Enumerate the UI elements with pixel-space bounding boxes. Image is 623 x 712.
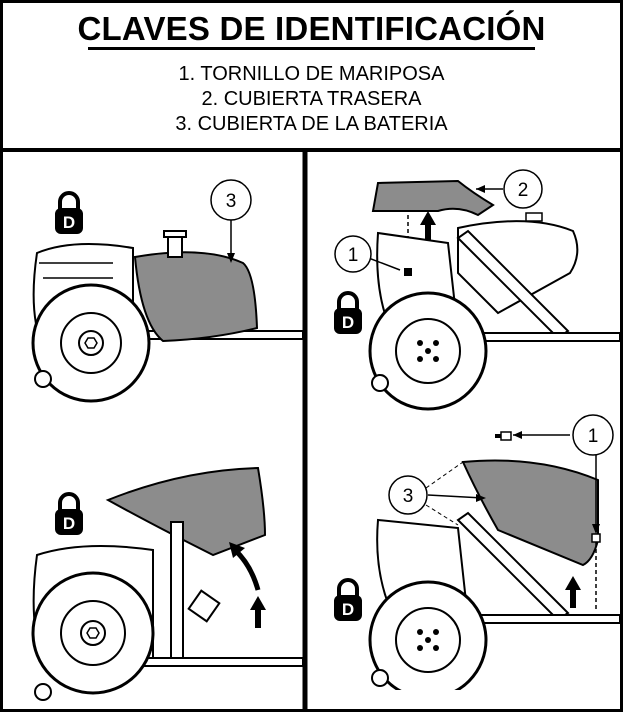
callout-circle (334, 235, 372, 273)
key-item-3: 3. CUBIERTA DE LA BATERIA (175, 113, 448, 135)
callout-label: 1 (348, 245, 359, 266)
battery-cover (133, 251, 259, 343)
up-arrow-icon (250, 596, 266, 628)
panel-bottom-left: D (31, 466, 303, 701)
panel-bottom-right: 1 3 D (334, 414, 620, 690)
key-item-2: 2. CUBIERTA TRASERA (201, 88, 422, 110)
svg-text:D: D (342, 600, 354, 619)
callout-circle (210, 179, 252, 221)
panel-top-right: 2 1 D (334, 169, 620, 411)
svg-text:D: D (63, 213, 75, 232)
lock-d-icon: D (334, 578, 362, 621)
callout-circle (388, 475, 428, 515)
curved-arrow-icon (229, 542, 261, 591)
battery-cover (105, 466, 267, 557)
wing-screw (495, 431, 512, 441)
up-arrow-icon (565, 576, 581, 608)
callout-label: 2 (518, 180, 529, 201)
panel-top-left: D 3 (31, 179, 303, 403)
svg-text:D: D (342, 313, 354, 332)
rear-cover (371, 179, 495, 217)
callout-label: 3 (226, 191, 237, 212)
up-arrow-icon (420, 211, 436, 243)
battery-cover (461, 459, 599, 567)
header-title-underline (88, 47, 535, 50)
header-title: CLAVES DE IDENTIFICACIÓN (77, 10, 546, 47)
callout-label: 1 (588, 426, 599, 447)
callout-circle (572, 414, 614, 456)
lock-d-icon: D (55, 492, 83, 535)
callout-label: 3 (403, 486, 414, 507)
key-list: 1. TORNILLO DE MARIPOSA 2. CUBIERTA TRAS… (0, 62, 623, 137)
svg-text:D: D (63, 514, 75, 533)
lock-d-icon: D (55, 191, 83, 234)
callout-circle (503, 169, 543, 209)
key-item-1: 1. TORNILLO DE MARIPOSA (178, 63, 445, 85)
lock-d-icon: D (334, 291, 362, 334)
wing-screw (591, 533, 601, 543)
